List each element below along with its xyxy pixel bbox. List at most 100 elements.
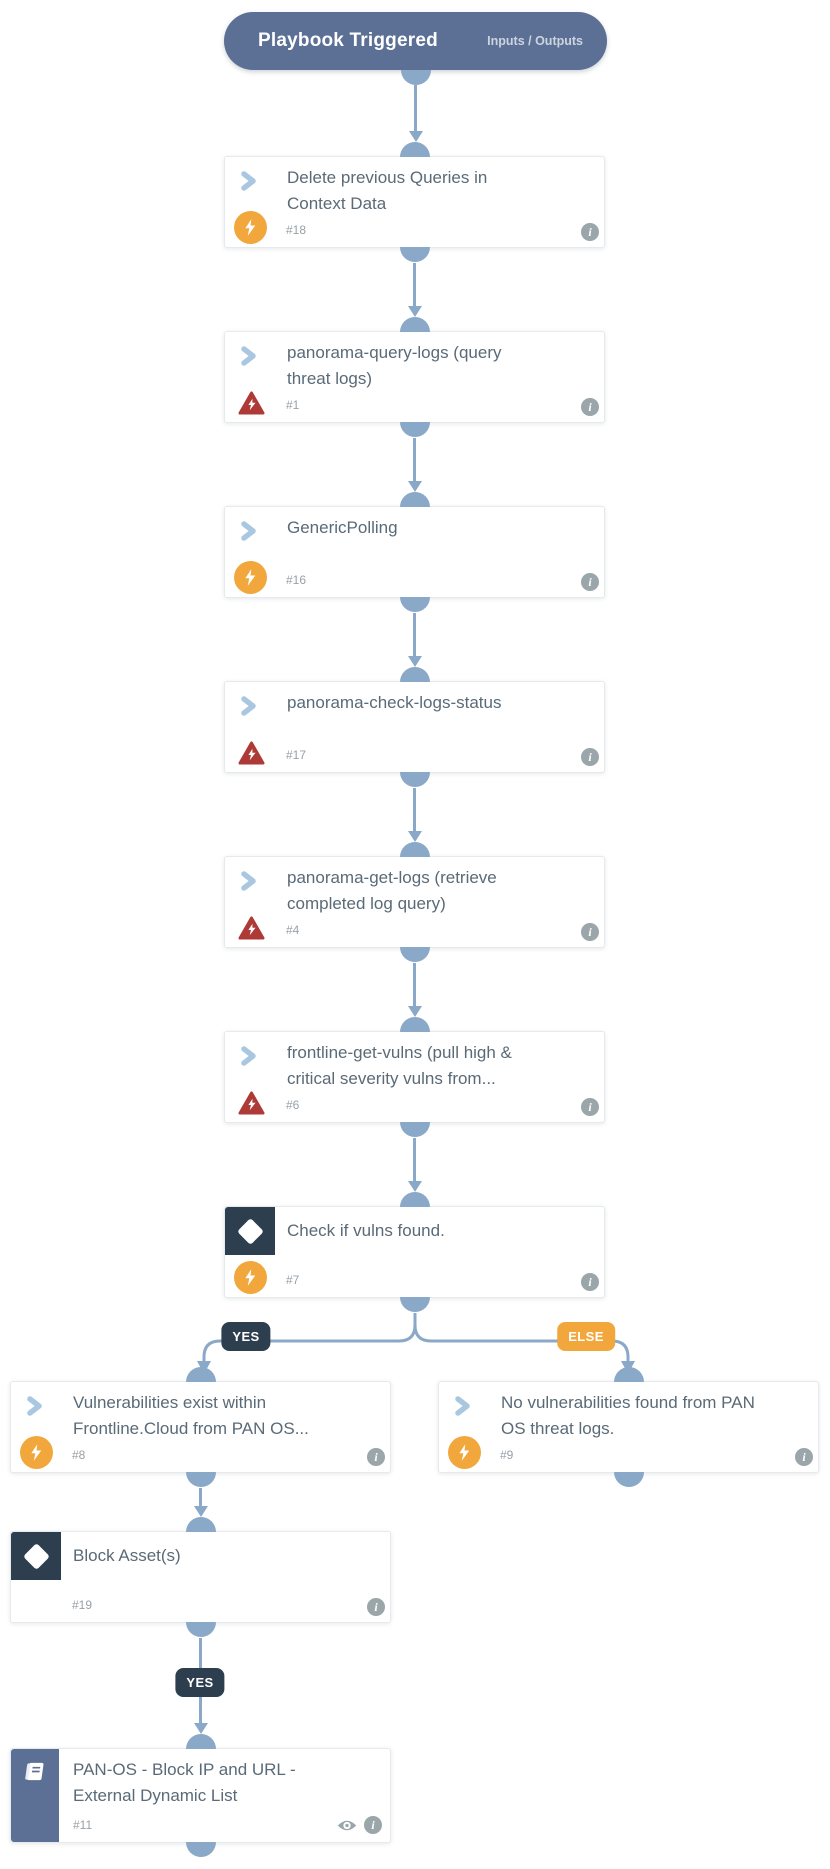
task-id: #11 [73,1818,93,1832]
connector-port-top [185,1367,216,1382]
task-id: #6 [286,1098,300,1112]
task-chevron-icon [453,1396,473,1416]
subplaybook-card-pan-os-block[interactable]: PAN-OS - Block IP and URL - External Dyn… [10,1734,391,1857]
task-title: Delete previous Queries in Context Data [287,168,488,213]
info-icon[interactable]: i [581,1273,599,1291]
task-id: #16 [286,573,307,587]
connector-port-top [399,492,430,507]
error-warning-icon [238,1091,265,1116]
inputs-outputs-button[interactable]: Inputs / Outputs [487,34,583,48]
connector-port-bottom [399,1297,430,1312]
connector-port-bottom [613,1472,644,1487]
task-title: PAN-OS - Block IP and URL - External Dyn… [73,1760,296,1805]
task-card-no-vulnerabilities-found[interactable]: No vulnerabilities found from PAN OS thr… [438,1367,819,1487]
task-id: #17 [286,748,307,762]
connector-line [413,263,416,306]
info-icon[interactable]: i [367,1448,385,1466]
connector-line [199,1488,202,1506]
automation-bolt-icon [234,1261,267,1294]
info-icon[interactable]: i [581,748,599,766]
task-id: #1 [286,398,300,412]
connector-line [413,963,416,1006]
task-chevron-icon [239,171,259,191]
condition-card-block-assets[interactable]: Block Asset(s) #19 i [10,1517,391,1637]
task-chevron-icon [239,871,259,891]
connector-port-top [399,842,430,857]
task-id: #8 [72,1448,86,1462]
connector-port-top [399,317,430,332]
condition-diamond-icon [225,1207,275,1255]
connector-port-top [613,1367,644,1382]
condition-diamond-icon [11,1532,61,1580]
task-chevron-icon [25,1396,45,1416]
automation-bolt-icon [448,1436,481,1469]
connector-port-bottom [399,422,430,437]
info-icon[interactable]: i [581,923,599,941]
task-card-vulnerabilities-exist[interactable]: Vulnerabilities exist within Frontline.C… [10,1367,391,1487]
playbook-title: Playbook Triggered [258,30,438,51]
task-chevron-icon [239,1046,259,1066]
error-warning-icon [238,916,265,941]
info-icon[interactable]: i [581,398,599,416]
connector-port-bottom [399,947,430,962]
task-title: panorama-get-logs (retrieve completed lo… [287,868,497,913]
task-id: #9 [500,1448,514,1462]
connector-port-bottom [185,1622,216,1637]
task-card-frontline-get-vulns[interactable]: frontline-get-vulns (pull high & critica… [224,1017,605,1137]
task-id: #7 [286,1273,300,1287]
automation-bolt-icon [234,561,267,594]
connector-port-bottom [399,597,430,612]
playbook-sidebar [11,1749,59,1842]
condition-card-check-if-vulns-found[interactable]: Check if vulns found. #7 i [224,1192,605,1312]
task-card-panorama-get-logs[interactable]: panorama-get-logs (retrieve completed lo… [224,842,605,962]
task-title: panorama-query-logs (query threat logs) [287,343,502,388]
task-id: #18 [286,223,307,237]
connector-port-bottom [399,1122,430,1137]
connector-port-top [185,1517,216,1532]
task-card-delete-previous-queries[interactable]: Delete previous Queries in Context Data … [224,142,605,262]
info-icon[interactable]: i [364,1816,382,1834]
task-title: GenericPolling [287,518,398,537]
task-title: panorama-check-logs-status [287,693,502,712]
branch-label-yes: YES [175,1668,225,1697]
playbook-book-icon [24,1760,47,1788]
connector-port-top [399,1192,430,1207]
connector-port-bottom [399,247,430,262]
connector-line [414,85,417,131]
connector-line [413,1138,416,1181]
connector-port-top [399,667,430,682]
connector-port-top [399,142,430,157]
automation-bolt-icon [234,211,267,244]
info-icon[interactable]: i [581,573,599,591]
connector-port-bottom [400,70,431,85]
task-title: Check if vulns found. [287,1221,445,1240]
connector-port-bottom [185,1472,216,1487]
info-icon[interactable]: i [367,1598,385,1616]
task-id: #4 [286,923,300,937]
task-chevron-icon [239,521,259,541]
connector-line [413,788,416,831]
connector-line [413,613,416,656]
connector-port-bottom [185,1842,216,1857]
task-title: No vulnerabilities found from PAN OS thr… [501,1393,755,1438]
error-warning-icon [238,391,265,416]
task-card-panorama-query-logs[interactable]: panorama-query-logs (query threat logs) … [224,317,605,437]
playbook-triggered-header[interactable]: Playbook Triggered Inputs / Outputs [224,12,607,85]
connector-port-top [185,1734,216,1749]
task-title: Vulnerabilities exist within Frontline.C… [73,1393,309,1438]
info-icon[interactable]: i [795,1448,813,1466]
connector-port-top [399,1017,430,1032]
info-icon[interactable]: i [581,1098,599,1116]
task-card-panorama-check-logs-status[interactable]: panorama-check-logs-status #17 i [224,667,605,787]
eye-icon[interactable] [337,1819,357,1832]
branch-label-else: ELSE [557,1322,615,1351]
automation-bolt-icon [20,1436,53,1469]
task-chevron-icon [239,346,259,366]
info-icon[interactable]: i [581,223,599,241]
connector-line [413,438,416,481]
task-chevron-icon [239,696,259,716]
task-title: Block Asset(s) [73,1546,181,1565]
task-card-generic-polling[interactable]: GenericPolling #16 i [224,492,605,612]
task-title: frontline-get-vulns (pull high & critica… [287,1043,512,1088]
